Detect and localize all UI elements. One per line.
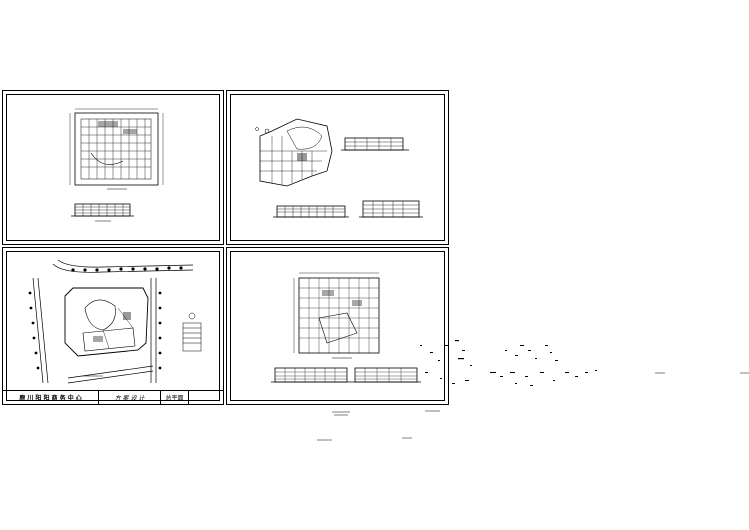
site-plan-drawing [28, 259, 202, 384]
sheet-frame [6, 94, 220, 241]
title-block-org: 鹿 川 阳 阳 商 务 中 心 [3, 391, 99, 404]
title-block: 鹿 川 阳 阳 商 务 中 心 方 案 设 计 总平面 [3, 390, 223, 404]
drawing-sheet-site-plan: 鹿 川 阳 阳 商 务 中 心 方 案 设 计 总平面 [2, 247, 224, 405]
plan-and-elevation-drawing [255, 118, 423, 218]
title-block-blank [189, 391, 223, 404]
sheet-frame [230, 94, 445, 241]
sheet-frame [6, 251, 220, 401]
sheet-frame [230, 251, 445, 401]
drawing-sheet-floor-plan-2 [226, 90, 449, 245]
floor-plan-drawing-3 [271, 272, 421, 383]
floor-plan-drawing [69, 108, 164, 222]
title-block-stage: 方 案 设 计 [99, 391, 161, 404]
drawing-sheet-floor-plan-1 [2, 90, 224, 245]
drawing-sheet-floor-plan-3 [226, 247, 449, 405]
title-block-drawing: 总平面 [161, 391, 189, 404]
